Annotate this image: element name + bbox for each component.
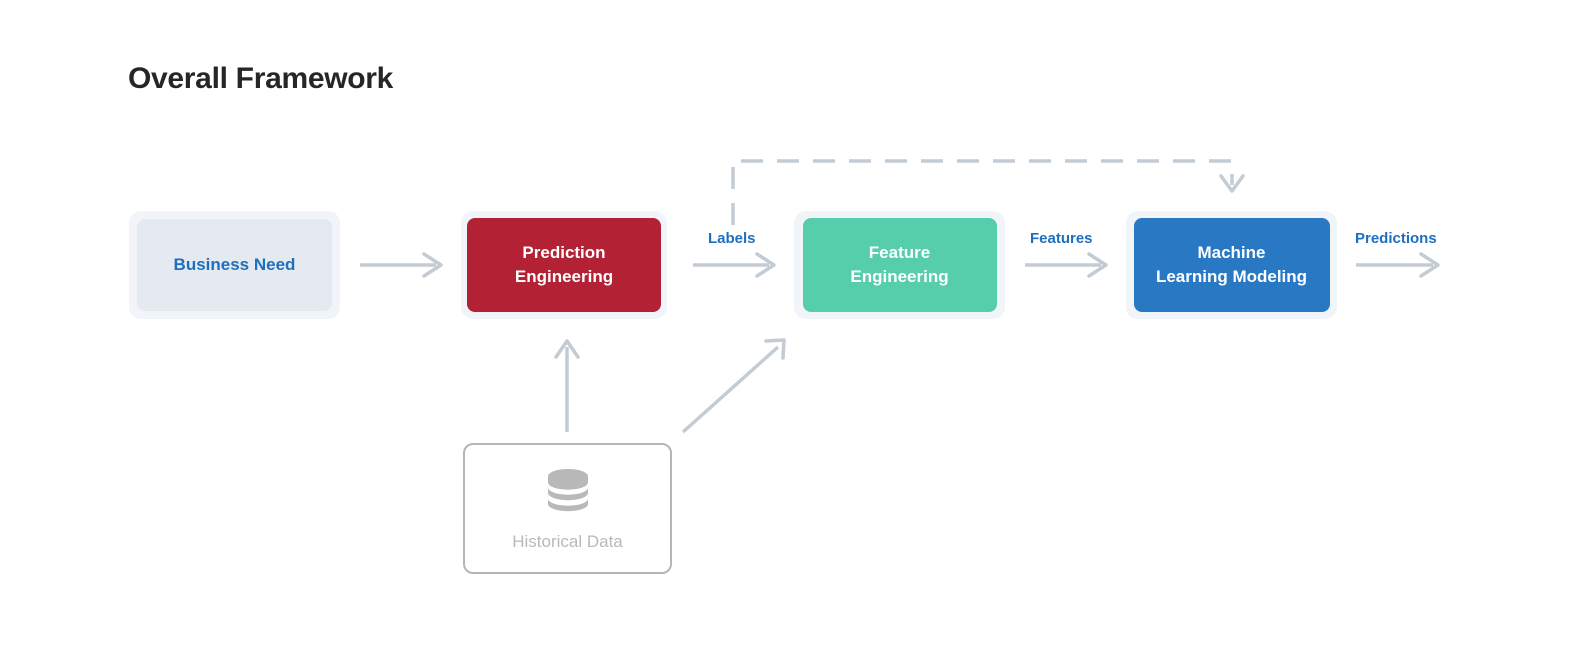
edge-label-predictions: Predictions xyxy=(1355,230,1437,247)
stage-machine-learning-modeling-label-line2: Learning Modeling xyxy=(1155,267,1308,286)
stage-machine-learning-modeling-label-line1: Machine xyxy=(1197,242,1266,262)
arrow-feature-to-model xyxy=(1025,252,1108,278)
database-icon xyxy=(546,465,590,518)
historical-data-label: Historical Data xyxy=(512,532,623,551)
stage-prediction-engineering-label-line1: Prediction xyxy=(522,242,606,262)
historical-data-card[interactable]: Historical Data xyxy=(463,443,672,574)
stage-business-need[interactable]: Business Need xyxy=(129,211,340,319)
arrow-model-to-predictions xyxy=(1356,252,1440,278)
stage-feature-engineering[interactable]: Feature Engineering xyxy=(794,211,1005,319)
arrow-prediction-to-feature xyxy=(693,252,776,278)
stage-feature-engineering-label-line1: Feature xyxy=(868,242,931,262)
arrow-historical-to-feature xyxy=(681,338,786,434)
stage-feature-engineering-inner: Feature Engineering xyxy=(802,218,997,312)
stage-prediction-engineering-label-line2: Engineering xyxy=(514,267,614,286)
stage-business-need-inner: Business Need xyxy=(137,219,332,311)
stage-machine-learning-modeling[interactable]: Machine Learning Modeling xyxy=(1126,211,1337,319)
stage-feature-engineering-label-line2: Engineering xyxy=(850,267,949,286)
stage-business-need-label: Business Need xyxy=(173,254,296,274)
arrow-historical-to-prediction xyxy=(554,339,580,432)
stage-prediction-engineering-inner: Prediction Engineering xyxy=(467,218,661,312)
stage-machine-learning-modeling-inner: Machine Learning Modeling xyxy=(1133,218,1330,312)
edge-label-features: Features xyxy=(1030,230,1093,247)
edge-label-labels: Labels xyxy=(708,230,756,247)
stage-prediction-engineering[interactable]: Prediction Engineering xyxy=(461,211,667,319)
page-title: Overall Framework xyxy=(128,62,394,95)
arrow-business-to-prediction xyxy=(360,252,443,278)
